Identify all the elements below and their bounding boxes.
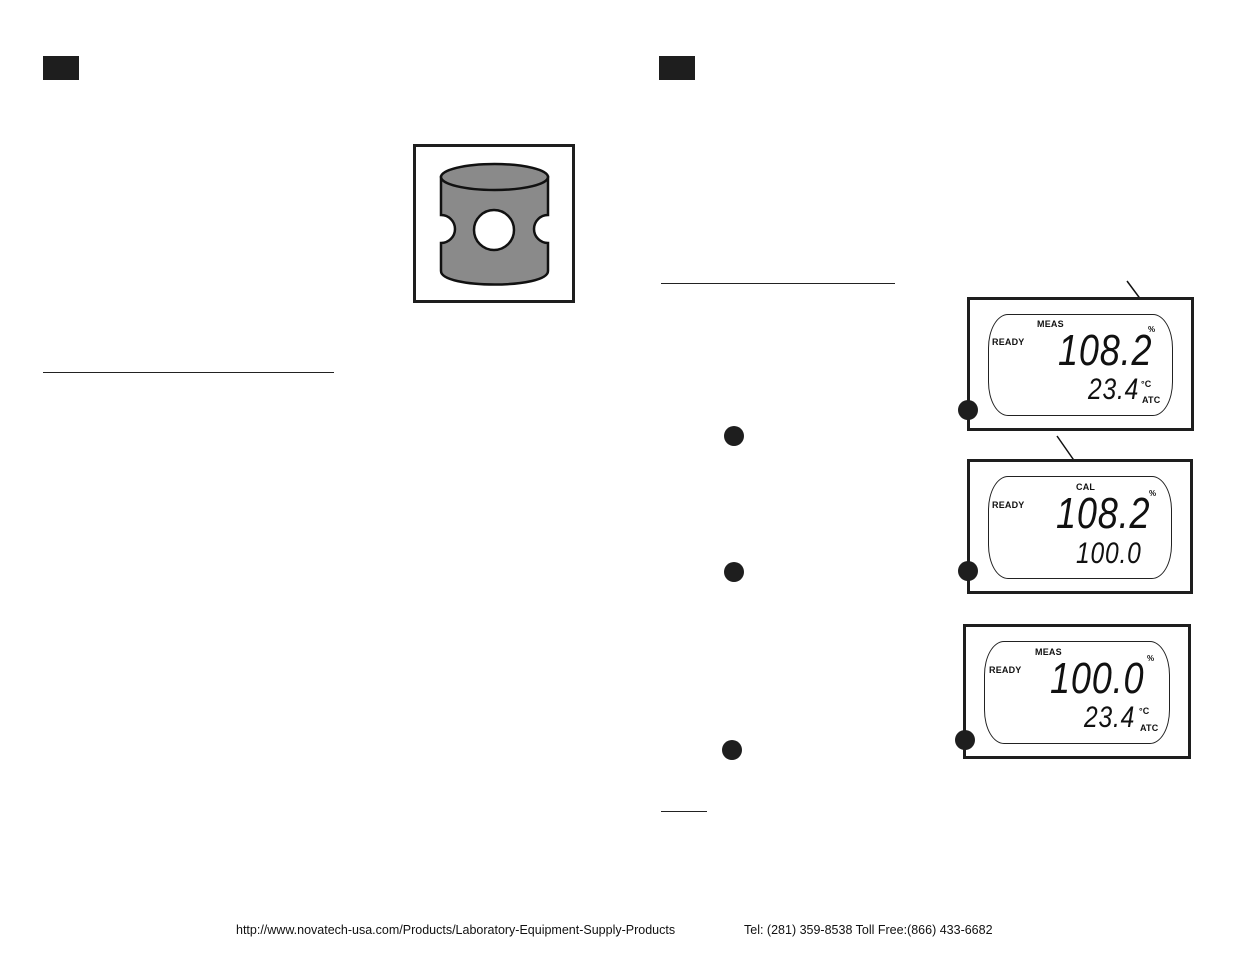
note-underline xyxy=(661,811,707,812)
temp-unit-label: °C xyxy=(1141,379,1152,389)
main-reading: 108.2 xyxy=(1058,326,1153,375)
meter-display-2: READY CAL % 108.2 100.0 xyxy=(967,459,1193,594)
step-bullet-1 xyxy=(724,426,744,446)
lcd-screen xyxy=(988,476,1172,579)
section-tab-left xyxy=(43,56,79,80)
mode-label: CAL xyxy=(1076,482,1096,492)
footer-url: http://www.novatech-usa.com/Products/Lab… xyxy=(236,923,676,937)
main-reading: 100.0 xyxy=(1050,654,1145,703)
section-tab-right xyxy=(659,56,695,80)
panel-marker-1 xyxy=(958,400,978,420)
unit-label: % xyxy=(1147,654,1155,663)
lcd-screen xyxy=(984,641,1170,744)
footer-phone: Tel: (281) 359-8538 Toll Free:(866) 433-… xyxy=(744,923,993,937)
mode-label: MEAS xyxy=(1037,319,1064,329)
sleeve-icon xyxy=(439,162,550,286)
step-bullet-3 xyxy=(722,740,742,760)
section-divider-right xyxy=(661,283,895,284)
ready-label: READY xyxy=(992,337,1025,347)
unit-label: % xyxy=(1149,489,1157,498)
section-divider-left xyxy=(43,372,334,373)
atc-label: ATC xyxy=(1140,723,1159,733)
main-reading: 108.2 xyxy=(1056,489,1151,538)
temp-reading: 23.4 xyxy=(1088,373,1140,406)
ready-label: READY xyxy=(992,500,1025,510)
panel-marker-2 xyxy=(958,561,978,581)
secondary-reading: 100.0 xyxy=(1076,537,1142,570)
step-bullet-2 xyxy=(724,562,744,582)
panel-marker-3 xyxy=(955,730,975,750)
unit-label: % xyxy=(1148,325,1156,334)
mode-label: MEAS xyxy=(1035,647,1062,657)
temp-reading: 23.4 xyxy=(1084,701,1136,734)
meter-display-1: READY MEAS % 108.2 23.4 °C ATC xyxy=(967,297,1194,431)
temp-unit-label: °C xyxy=(1139,706,1150,716)
atc-label: ATC xyxy=(1142,395,1161,405)
ready-label: READY xyxy=(989,665,1022,675)
sleeve-illustration xyxy=(413,144,575,303)
meter-display-3: READY MEAS % 100.0 23.4 °C ATC xyxy=(963,624,1191,759)
lcd-screen xyxy=(988,314,1173,416)
